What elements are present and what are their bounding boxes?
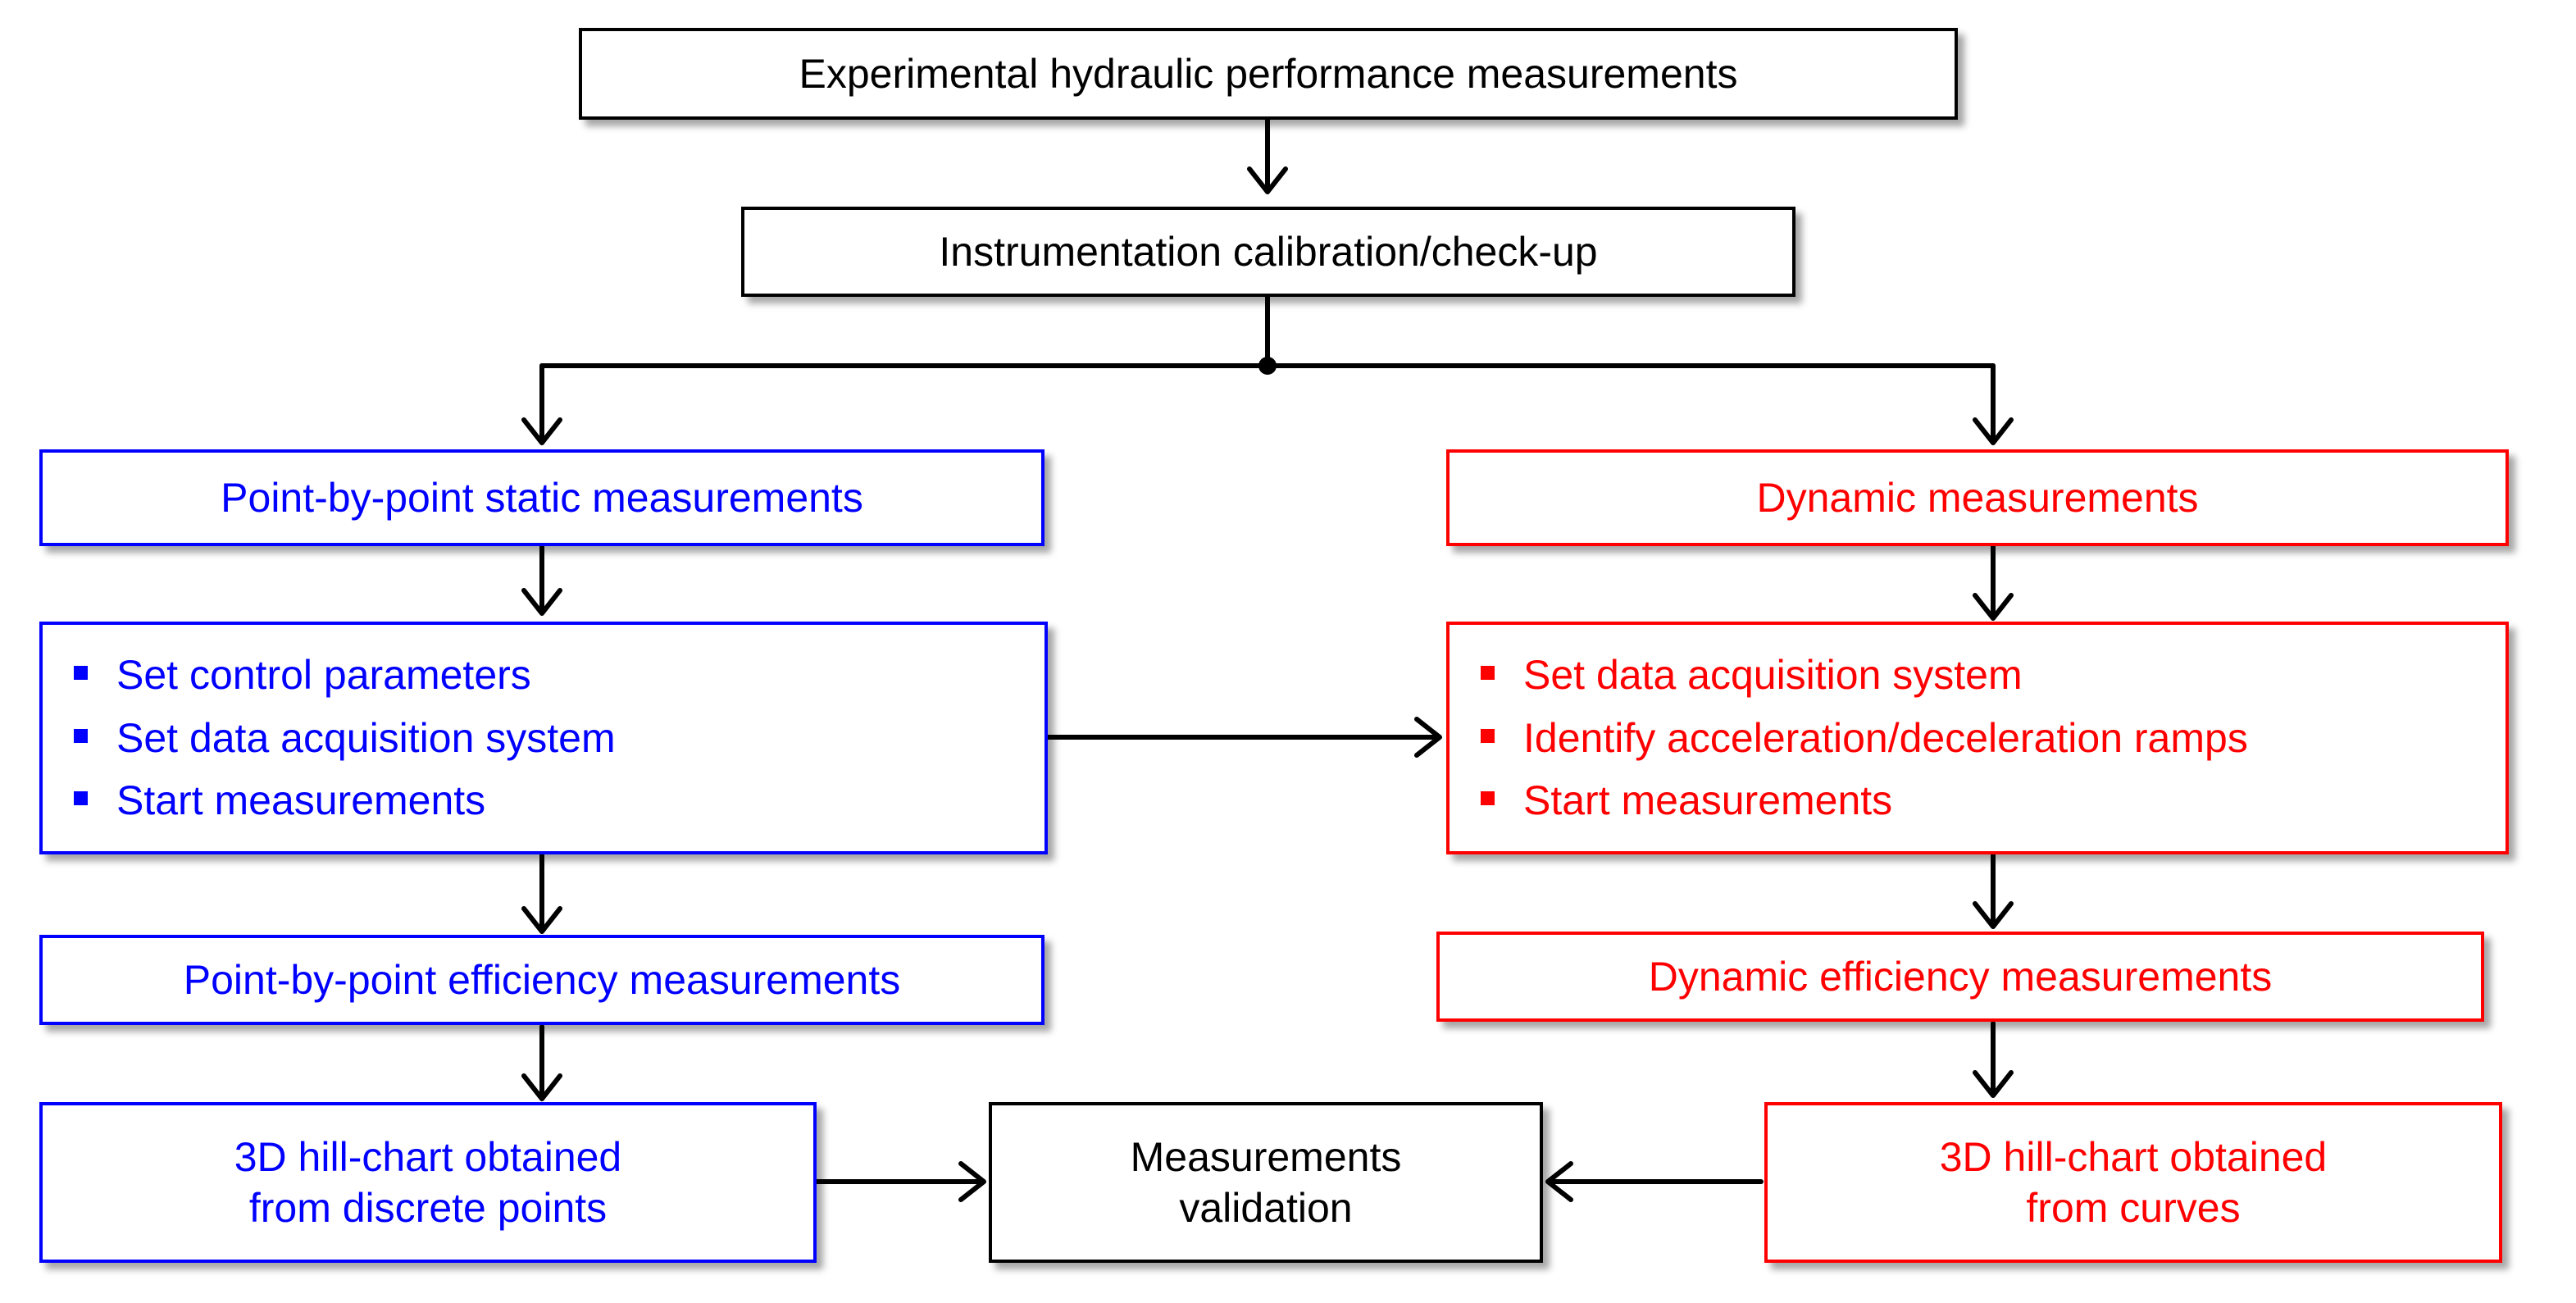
validation-box: Measurements validation [989,1102,1543,1263]
validation-text: Measurements validation [1130,1133,1402,1232]
dynamic-steps-list: Set data acquisition system Identify acc… [1450,638,2248,838]
static-step-item: Set data acquisition system [74,713,616,764]
static-steps-list: Set control parameters Set data acquisit… [43,638,616,838]
square-bullet-icon [74,791,88,806]
dynamic-hillchart-text: 3D hill-chart obtained from curves [1939,1133,2328,1232]
static-hillchart-box: 3D hill-chart obtained from discrete poi… [39,1102,817,1263]
dynamic-steps-box: Set data acquisition system Identify acc… [1446,622,2509,854]
arrowhead-dynamic-efficiency-to-hillchart [1973,1070,2014,1098]
static-step-item: Set control parameters [74,649,616,701]
static-efficiency-text: Point-by-point efficiency measurements [183,956,901,1003]
calibration-box: Instrumentation calibration/check-up [741,207,1795,297]
arrowhead-static-hillchart-to-validation [958,1161,986,1202]
square-bullet-icon [74,666,88,681]
arrowhead-static-steps-to-efficiency [521,906,562,934]
square-bullet-icon [1481,728,1495,743]
arrowhead-static-steps-to-dynamic-steps [1414,717,1442,758]
static-efficiency-box: Point-by-point efficiency measurements [39,935,1045,1025]
dynamic-header-text: Dynamic measurements [1756,474,2199,521]
static-steps-box: Set control parameters Set data acquisit… [39,622,1048,854]
dynamic-step-item: Identify acceleration/deceleration ramps [1481,713,2248,764]
title-box: Experimental hydraulic performance measu… [579,28,1958,120]
arrowhead-dynamic-header-to-steps [1973,593,2014,621]
arrowhead-title-to-calibration [1247,166,1288,194]
title-text: Experimental hydraulic performance measu… [799,50,1738,97]
dynamic-step-item: Start measurements [1481,775,2248,827]
square-bullet-icon [1481,791,1495,806]
dynamic-efficiency-box: Dynamic efficiency measurements [1436,932,2484,1022]
static-header-box: Point-by-point static measurements [39,449,1045,546]
split-junction-dot [1258,357,1277,375]
calibration-text: Instrumentation calibration/check-up [939,228,1598,275]
dynamic-step-item: Set data acquisition system [1481,649,2248,701]
dynamic-hillchart-box: 3D hill-chart obtained from curves [1764,1102,2502,1263]
arrowhead-static-header-to-steps [521,588,562,616]
static-step-item: Start measurements [74,775,616,827]
arrowhead-static-efficiency-to-hillchart [521,1073,562,1101]
static-hillchart-text: 3D hill-chart obtained from discrete poi… [234,1133,622,1232]
square-bullet-icon [74,728,88,743]
square-bullet-icon [1481,666,1495,681]
arrowhead-split-left [521,417,562,445]
arrowhead-split-right [1973,417,2014,445]
dynamic-header-box: Dynamic measurements [1446,449,2509,546]
arrowhead-dynamic-hillchart-to-validation [1545,1161,1573,1202]
static-header-text: Point-by-point static measurements [221,474,863,521]
dynamic-efficiency-text: Dynamic efficiency measurements [1648,953,2273,1000]
arrowhead-dynamic-steps-to-efficiency [1973,901,2014,929]
